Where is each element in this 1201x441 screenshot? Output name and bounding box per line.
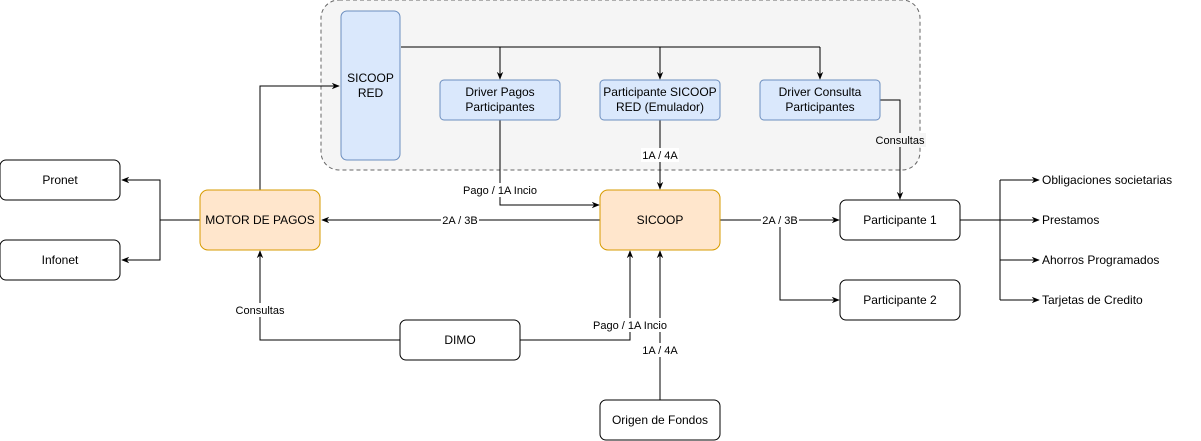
node-sicoop-red-line-2: RED bbox=[358, 86, 384, 100]
node-dimo[interactable]: DIMO bbox=[399, 319, 521, 361]
node-driver-pagos-line-1: Driver Pagos bbox=[465, 85, 534, 99]
node-participante-emulador-line-1: Participante SICOOP bbox=[603, 85, 716, 99]
edge-label-sicoop-to-motor: 2A / 3B bbox=[442, 215, 477, 227]
node-participante-emulador[interactable]: Participante SICOOP RED (Emulador) bbox=[599, 79, 721, 121]
edge-label-pago-driver: Pago / 1A Incio bbox=[463, 185, 537, 197]
edge-label-consultas-dimo: Consultas bbox=[236, 305, 285, 317]
node-participante-1[interactable]: Participante 1 bbox=[839, 199, 961, 241]
node-driver-consulta-line-2: Participantes bbox=[785, 100, 854, 114]
node-origen-fondos[interactable]: Origen de Fondos bbox=[599, 399, 721, 441]
edge-label-origen-to-sicoop: 1A / 4A bbox=[642, 345, 678, 357]
output-obligaciones: Obligaciones societarias bbox=[1042, 173, 1172, 187]
edge-dimo-to-motor bbox=[256, 250, 400, 341]
node-sicoop-label: SICOOP bbox=[637, 213, 684, 227]
node-driver-pagos[interactable]: Driver Pagos Participantes bbox=[439, 79, 561, 121]
edge-participante-1-bus bbox=[960, 180, 1001, 300]
node-participante-2-label: Participante 2 bbox=[863, 293, 937, 307]
output-prestamos: Prestamos bbox=[1042, 213, 1099, 227]
node-driver-consulta[interactable]: Driver Consulta Participantes bbox=[759, 79, 881, 121]
edge-driver-consulta-to-participante-1 bbox=[880, 99, 904, 200]
edge-driver-pagos-to-sicoop bbox=[499, 120, 600, 209]
output-ahorros: Ahorros Programados bbox=[1042, 253, 1159, 267]
edge-sicoop-to-participante-2 bbox=[779, 220, 840, 304]
edge-label-consultas-right: Consultas bbox=[876, 135, 925, 147]
edge-motor-to-sicoop-red bbox=[259, 82, 340, 190]
node-motor-pagos-label: MOTOR DE PAGOS bbox=[205, 213, 315, 227]
node-participante-2[interactable]: Participante 2 bbox=[839, 279, 961, 321]
node-participante-emulador-line-2: RED (Emulador) bbox=[616, 100, 704, 114]
node-infonet[interactable]: Infonet bbox=[0, 239, 121, 281]
node-driver-consulta-line-1: Driver Consulta bbox=[779, 85, 862, 99]
output-tarjetas: Tarjetas de Credito bbox=[1042, 293, 1143, 307]
node-sicoop[interactable]: SICOOP bbox=[599, 189, 721, 251]
node-motor-pagos[interactable]: MOTOR DE PAGOS bbox=[199, 189, 321, 251]
node-dimo-label: DIMO bbox=[444, 333, 475, 347]
node-infonet-label: Infonet bbox=[42, 253, 79, 267]
node-origen-fondos-label: Origen de Fondos bbox=[612, 413, 708, 427]
node-sicoop-red[interactable]: SICOOP RED bbox=[340, 10, 401, 161]
node-participante-1-label: Participante 1 bbox=[863, 213, 937, 227]
edge-motor-to-infonet bbox=[121, 220, 161, 264]
node-sicoop-red-line-1: SICOOP bbox=[347, 71, 394, 85]
edge-motor-to-pronet bbox=[121, 176, 200, 221]
edge-label-sicoop-to-participantes: 2A / 3B bbox=[762, 215, 797, 227]
node-driver-pagos-line-2: Participantes bbox=[465, 100, 534, 114]
node-pronet-label: Pronet bbox=[42, 173, 78, 187]
edge-label-emulador-to-sicoop: 1A / 4A bbox=[642, 150, 678, 162]
edge-dimo-to-sicoop bbox=[520, 250, 634, 341]
node-pronet[interactable]: Pronet bbox=[0, 159, 121, 201]
edge-label-pago-dimo: Pago / 1A Incio bbox=[593, 320, 667, 332]
